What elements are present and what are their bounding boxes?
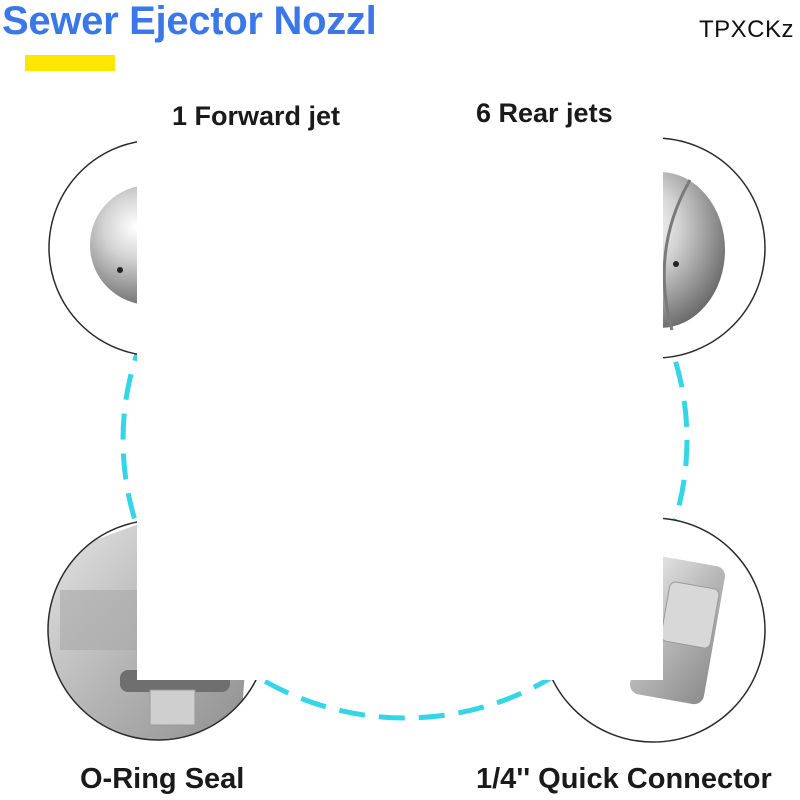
callout-quick-connector: 1/4'' Quick Connector xyxy=(476,763,772,795)
callout-o-ring-seal: O-Ring Seal xyxy=(80,763,245,795)
page-title: Sewer Ejector Nozzl xyxy=(2,0,377,43)
title-accent-bar xyxy=(25,55,115,71)
callout-rear-jets: 6 Rear jets xyxy=(476,98,613,128)
brand-label: TPXCKz xyxy=(698,16,794,43)
dashed-connector-ring xyxy=(120,159,690,721)
callout-forward-jet: 1 Forward jet xyxy=(172,101,341,131)
center-product-area xyxy=(137,125,663,680)
